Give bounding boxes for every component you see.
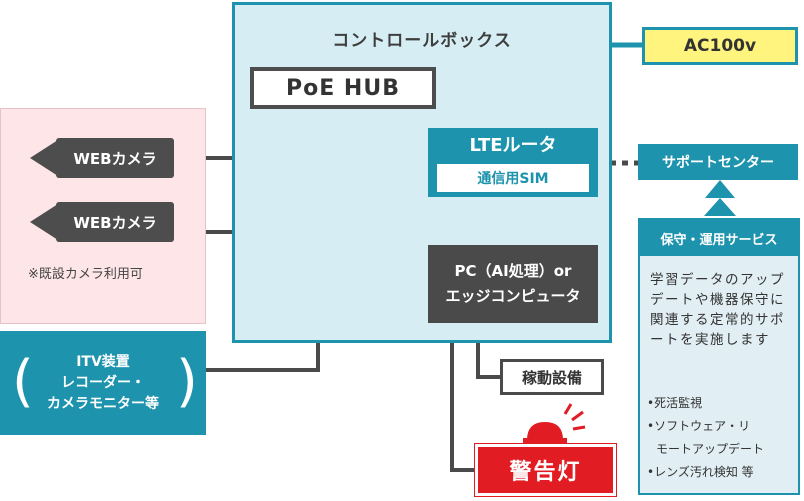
warning-light-icon bbox=[523, 403, 586, 444]
poe-hub-label: PoE HUB bbox=[286, 75, 400, 101]
maintenance-title: 保守・運用サービス bbox=[640, 220, 798, 256]
warning-light-label: 警告灯 bbox=[509, 460, 582, 485]
maintenance-item: モートアップデート bbox=[656, 442, 765, 456]
webcam-2: WEBカメラ bbox=[30, 202, 174, 242]
maintenance-panel bbox=[638, 218, 800, 495]
itv-line1: ITV装置 bbox=[76, 353, 130, 370]
pc-line2: エッジコンピュータ bbox=[445, 287, 581, 305]
maintenance-item: •死活監視 bbox=[647, 396, 703, 410]
itv-box: ITV装置 レコーダー・ カメラモニター等 bbox=[0, 331, 206, 435]
warning-light-box: 警告灯 bbox=[475, 444, 616, 496]
lte-router-title: LTEルータ bbox=[469, 135, 557, 156]
webcam-2-label: WEBカメラ bbox=[56, 202, 174, 242]
maintenance-item: •レンズ汚れ検知 等 bbox=[647, 465, 754, 479]
support-center-box: サポートセンター bbox=[638, 144, 798, 180]
webcam-1-label: WEBカメラ bbox=[56, 138, 174, 178]
maintenance-item: •ソフトウェア・リ bbox=[647, 419, 751, 433]
equipment-box: 稼動設備 bbox=[500, 359, 604, 395]
ac-power-label: AC100v bbox=[683, 36, 757, 56]
itv-line3: カメラモニター等 bbox=[47, 395, 159, 412]
webcam-1: WEBカメラ bbox=[30, 138, 174, 178]
camera-icon bbox=[30, 140, 58, 176]
pc-line1: PC（AI処理）or bbox=[454, 262, 572, 280]
maintenance-description: 学習データのアップデートや機器保守に関連する定常的サポートを実施します bbox=[650, 272, 785, 348]
left-paren: ( bbox=[12, 349, 34, 414]
right-paren: ) bbox=[176, 349, 198, 414]
poe-hub: PoE HUB bbox=[250, 67, 436, 109]
sim-label: 通信用SIM bbox=[437, 164, 589, 192]
maintenance-list: •死活監視 •ソフトウェア・リ モートアップデート •レンズ汚れ検知 等 bbox=[647, 392, 797, 484]
camera-note: ※既設カメラ利用可 bbox=[28, 267, 143, 282]
pc-box: PC（AI処理）or エッジコンピュータ bbox=[428, 245, 598, 323]
control-box-title: コントロールボックス bbox=[332, 31, 512, 51]
camera-icon bbox=[30, 204, 58, 240]
itv-line2: レコーダー・ bbox=[61, 374, 145, 391]
support-center-label: サポートセンター bbox=[662, 155, 774, 171]
equipment-label: 稼動設備 bbox=[521, 368, 582, 387]
ac-power-box: AC100v bbox=[642, 27, 798, 65]
